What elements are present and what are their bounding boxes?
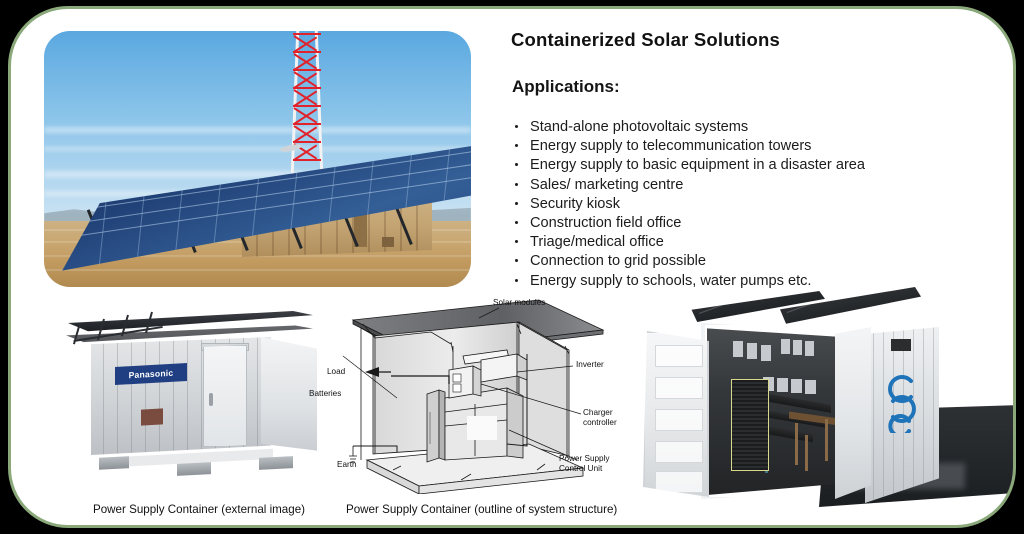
bullet-dot bbox=[515, 220, 518, 224]
label-inverter: Inverter bbox=[576, 360, 604, 369]
list-item: Connection to grid possible bbox=[511, 253, 981, 272]
list-item-label: Triage/medical office bbox=[530, 234, 664, 251]
bullet-dot bbox=[515, 125, 518, 128]
label-charger-line1: Charger bbox=[583, 408, 613, 417]
container-door-left[interactable] bbox=[643, 331, 709, 497]
container-side bbox=[261, 337, 317, 451]
photo-panasonic-container: Panasonic bbox=[53, 297, 325, 489]
list-item-label: Energy supply to schools, water pumps et… bbox=[530, 272, 812, 289]
door-handle[interactable] bbox=[209, 393, 213, 406]
list-item: Stand-alone photovoltaic systems bbox=[511, 119, 981, 138]
list-item-label: Construction field office bbox=[530, 214, 682, 231]
bullet-dot bbox=[515, 259, 518, 263]
cloud-band bbox=[44, 171, 471, 178]
bullet-dot bbox=[515, 278, 518, 282]
panasonic-label: Panasonic bbox=[128, 367, 174, 381]
diagram-drawing bbox=[331, 294, 641, 494]
list-item: Energy supply to telecommunication tower… bbox=[511, 138, 981, 157]
cloud-band bbox=[44, 147, 471, 151]
label-earth: Earth bbox=[337, 460, 357, 469]
list-item: Security kiosk bbox=[511, 196, 981, 215]
caption-left: Power Supply Container (external image) bbox=[93, 503, 306, 516]
bullet-dot bbox=[515, 163, 518, 167]
label-batteries: Batteries bbox=[309, 389, 342, 398]
photo-solar-farm bbox=[44, 31, 471, 287]
label-power-supply-control-unit: Power Supply Control Unit bbox=[559, 454, 610, 473]
label-load: Load bbox=[327, 367, 346, 376]
photo-open-container bbox=[639, 287, 1013, 525]
list-item: Energy supply to basic equipment in a di… bbox=[511, 157, 981, 176]
caption-right: Power Supply Container (outline of syste… bbox=[346, 503, 618, 516]
page-title: Containerized Solar Solutions bbox=[511, 29, 780, 50]
list-item: Triage/medical office bbox=[511, 234, 981, 253]
label-psu-line1: Power Supply bbox=[559, 454, 610, 463]
list-item-label: Stand-alone photovoltaic systems bbox=[530, 119, 749, 135]
list-item-label: Energy supply to telecommunication tower… bbox=[530, 138, 812, 155]
list-item: Energy supply to schools, water pumps et… bbox=[511, 273, 981, 292]
access-hatch bbox=[141, 408, 163, 426]
container-door bbox=[354, 213, 367, 247]
label-charger-line2: controller bbox=[583, 417, 617, 427]
list-item-label: Energy supply to basic equipment in a di… bbox=[530, 157, 866, 174]
label-psu-line2: Control Unit bbox=[559, 463, 603, 473]
label-charger-controller: Charger controller bbox=[583, 408, 617, 427]
bullet-dot bbox=[515, 240, 518, 244]
applications-list: Stand-alone photovoltaic systems Energy … bbox=[511, 119, 981, 292]
bullet-dot bbox=[515, 201, 518, 205]
roof-solar-panel-right bbox=[780, 287, 921, 324]
bullet-dot bbox=[515, 144, 518, 148]
system-structure-diagram: Solar modules Load Batteries Inverter Ch… bbox=[309, 294, 641, 494]
list-item-label: Sales/ marketing centre bbox=[530, 176, 684, 193]
slide-card: Containerized Solar Solutions Applicatio… bbox=[8, 6, 1016, 528]
bullet-dot bbox=[515, 182, 518, 186]
list-item-label: Security kiosk bbox=[530, 195, 621, 212]
equipment-rack bbox=[731, 379, 769, 471]
cloud-band bbox=[44, 127, 471, 133]
list-item-label: Connection to grid possible bbox=[530, 253, 707, 270]
brand-logo-icon bbox=[885, 371, 919, 438]
applications-heading: Applications: bbox=[512, 77, 620, 96]
container-vent bbox=[382, 237, 394, 247]
label-solar-modules: Solar modules bbox=[493, 298, 546, 307]
list-item: Sales/ marketing centre bbox=[511, 177, 981, 196]
list-item: Construction field office bbox=[511, 215, 981, 234]
container-door-right[interactable] bbox=[835, 327, 871, 499]
side-vent bbox=[891, 339, 911, 351]
